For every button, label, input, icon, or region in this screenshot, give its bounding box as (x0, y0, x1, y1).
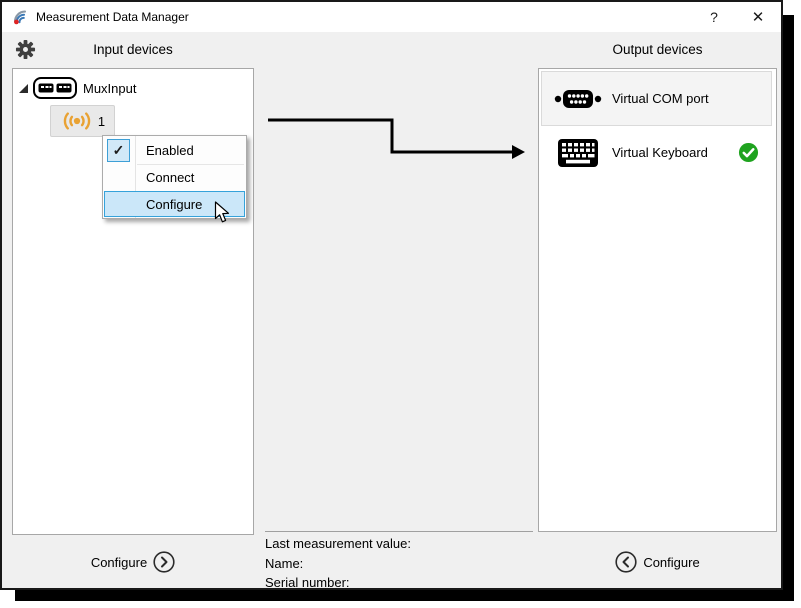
output-item-virtual-keyboard[interactable]: Virtual Keyboard (542, 126, 771, 179)
output-item-label: Virtual Keyboard (612, 145, 708, 160)
menu-item-label: Enabled (146, 143, 194, 158)
input-devices-header: Input devices (93, 42, 173, 57)
tree-expander-icon[interactable] (19, 83, 28, 93)
flow-arrow (268, 118, 525, 159)
output-item-label: Virtual COM port (612, 91, 709, 106)
info-separator (265, 531, 533, 532)
window-title: Measurement Data Manager (36, 10, 189, 24)
configure-output-label: Configure (643, 554, 700, 570)
output-devices-header: Output devices (612, 42, 703, 57)
connected-check-icon (738, 142, 759, 163)
info-panel: Last measurement value: Name: Serial num… (265, 534, 411, 593)
menu-item-configure[interactable]: Configure (103, 191, 246, 218)
wireless-signal-icon (63, 112, 91, 130)
configure-input-label: Configure (90, 554, 148, 570)
keyboard-icon (558, 138, 598, 167)
configure-output-button[interactable]: Configure (538, 551, 777, 573)
tree-child-label: 1 (97, 113, 106, 129)
configure-input-button[interactable]: Configure (12, 551, 254, 573)
title-bar: Measurement Data Manager ? ✕ (2, 2, 781, 32)
mux-device-icon (33, 77, 77, 99)
mouse-cursor-icon (214, 201, 230, 223)
output-devices-panel: Virtual COM port Virtual Keyboard (538, 68, 777, 532)
menu-item-enabled[interactable]: ✓ Enabled (103, 137, 246, 164)
context-menu-highlight (104, 191, 245, 217)
info-last-measurement-label: Last measurement value: (265, 536, 411, 551)
app-window: Measurement Data Manager ? ✕ Input devic… (0, 0, 783, 590)
close-button[interactable]: ✕ (751, 9, 765, 26)
checkmark-icon: ✓ (107, 139, 130, 162)
menu-item-connect[interactable]: Connect (103, 164, 246, 191)
gear-icon[interactable] (15, 39, 36, 60)
serial-port-icon (554, 89, 602, 108)
help-button[interactable]: ? (710, 9, 718, 25)
tree-item-muxinput[interactable]: MuxInput (19, 77, 136, 99)
menu-item-label: Connect (146, 170, 195, 185)
menu-item-label: Configure (146, 197, 203, 212)
context-menu: ✓ Enabled Connect Configure (102, 135, 247, 219)
output-item-virtual-com-port[interactable]: Virtual COM port (541, 71, 772, 126)
tree-item-label: MuxInput (83, 80, 137, 96)
configure-forward-icon (153, 551, 175, 573)
tree-item-sensor-1[interactable]: 1 (50, 105, 115, 137)
context-menu-gutter (135, 136, 136, 218)
info-serial-number-label: Serial number: (265, 575, 350, 590)
info-name-label: Name: (265, 555, 304, 571)
configure-back-icon (615, 551, 637, 573)
context-menu-separator (137, 164, 244, 165)
app-logo-icon (13, 10, 27, 25)
